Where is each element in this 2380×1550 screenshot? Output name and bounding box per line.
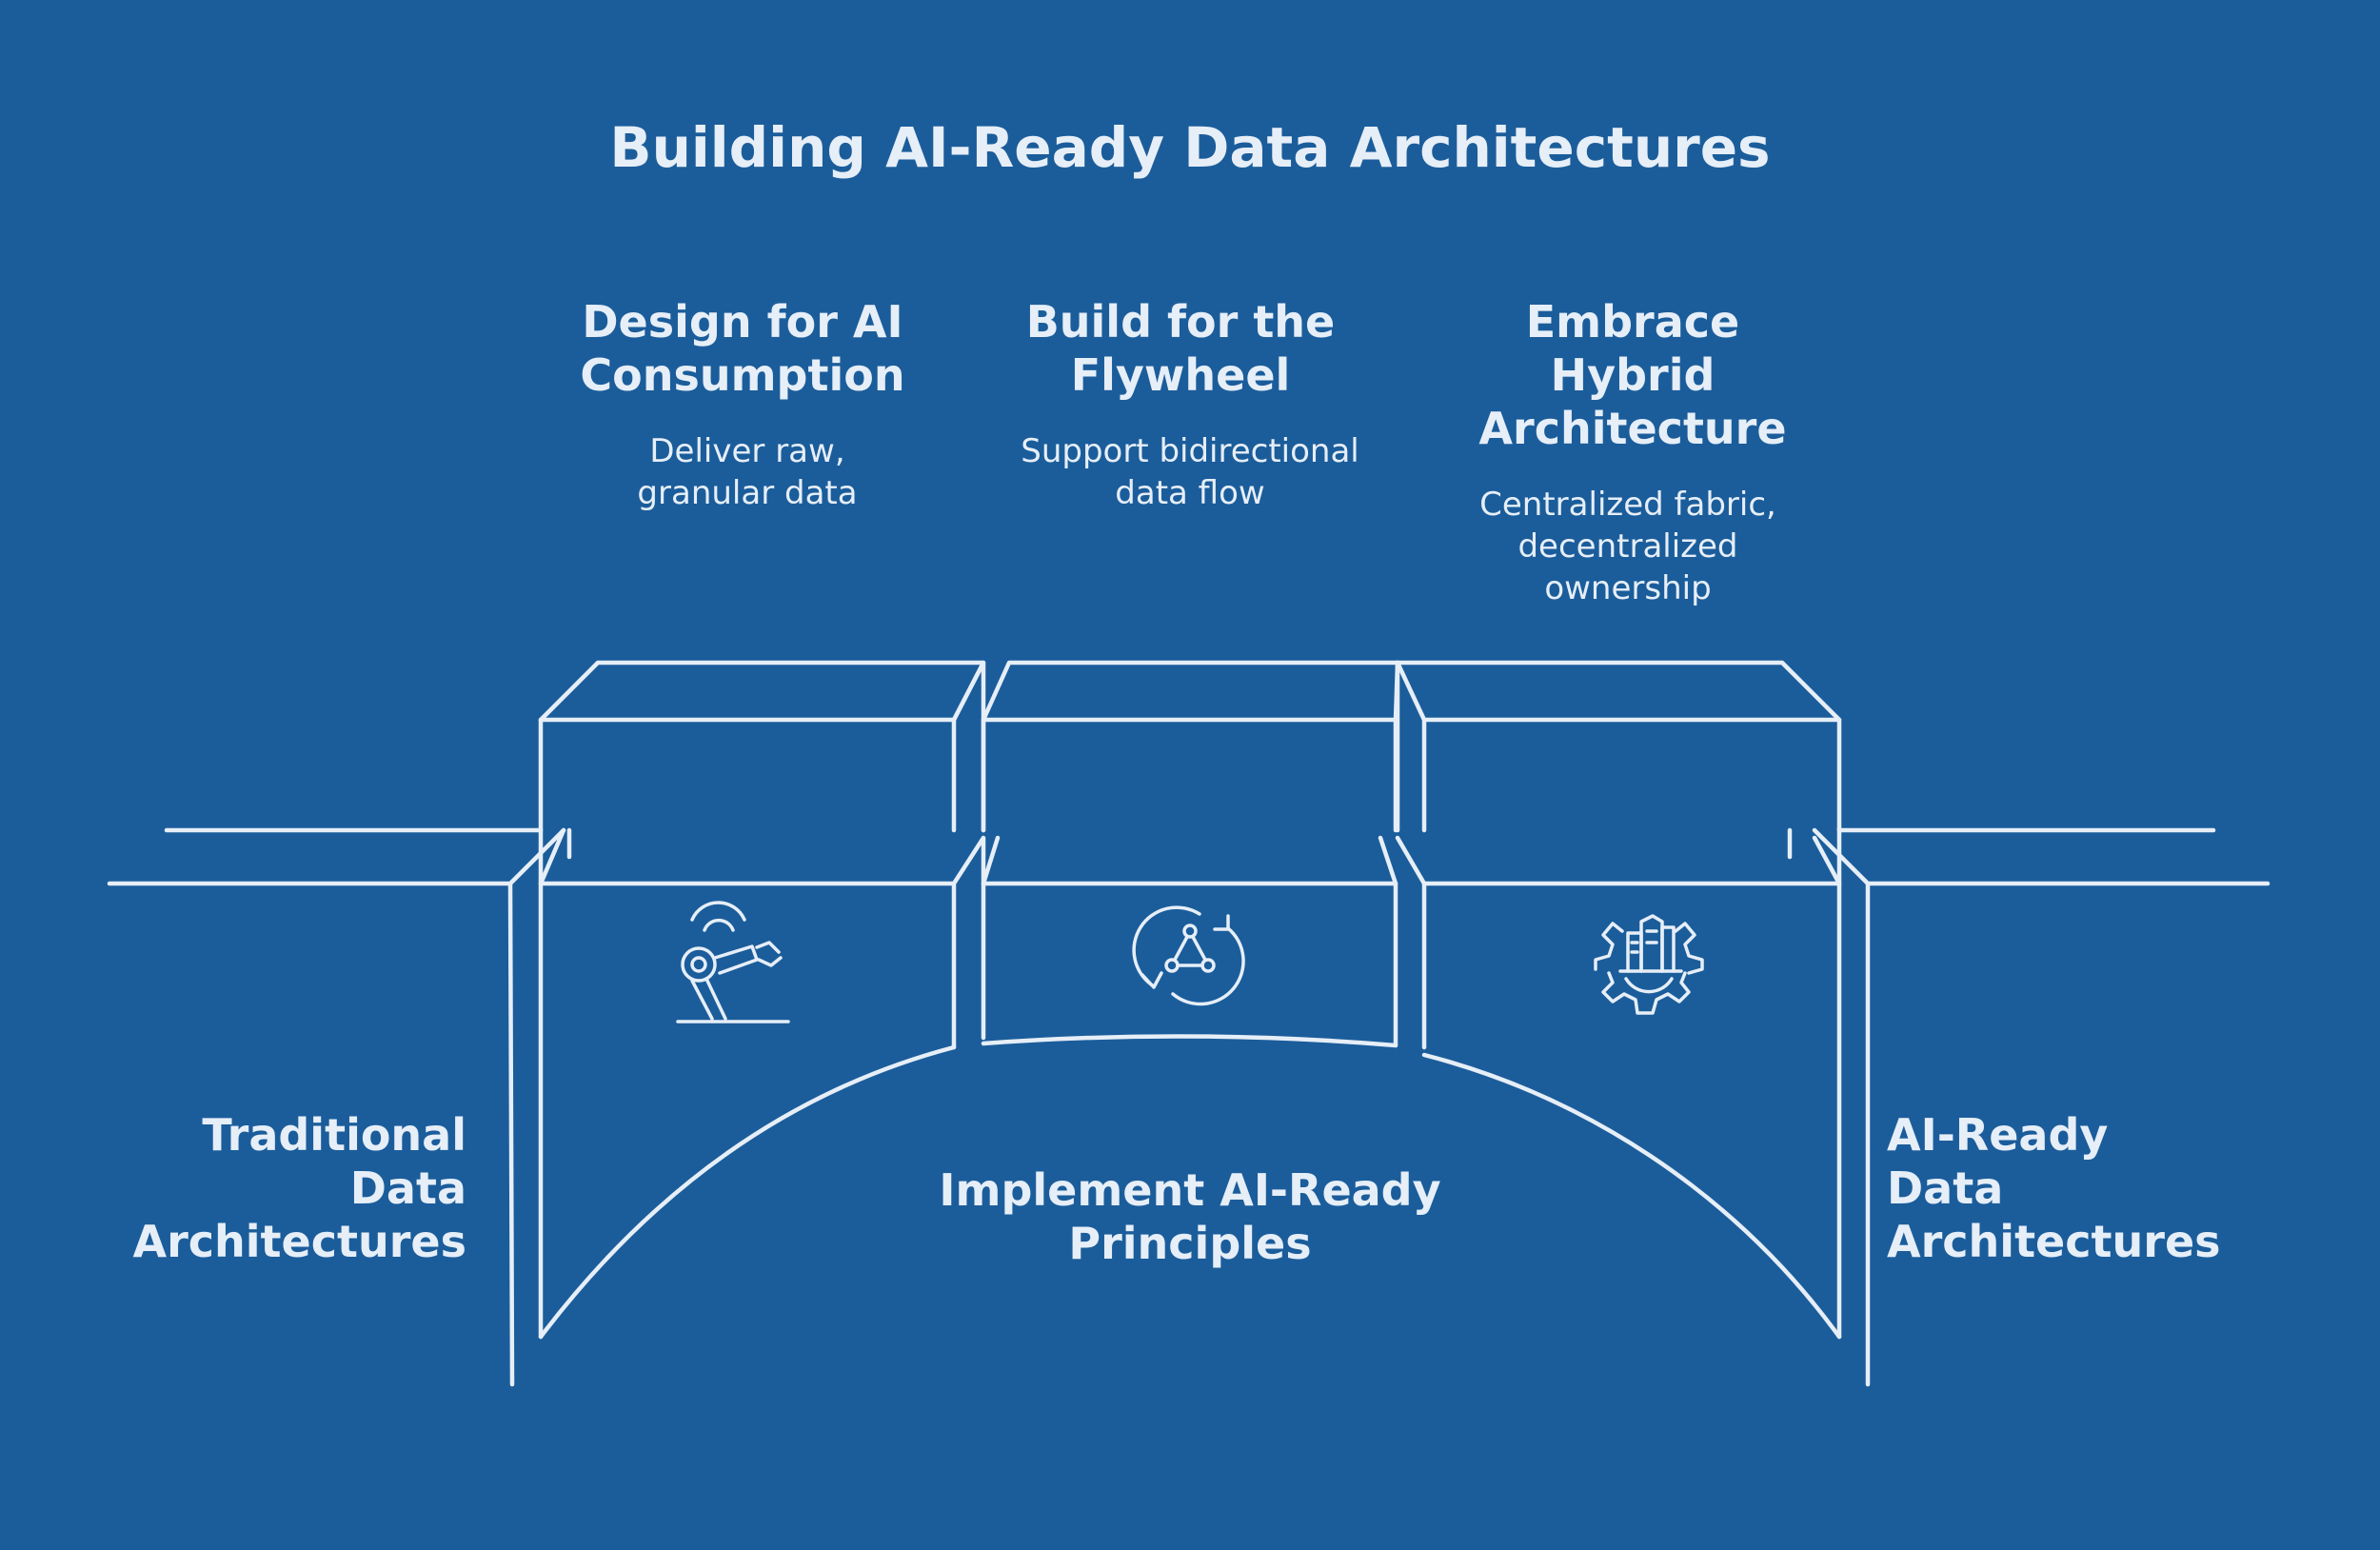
arch-curve	[538, 1044, 1842, 1340]
pillar-3-title: Embrace Hybrid Architecture	[1478, 296, 1787, 455]
building-gear-icon	[1594, 914, 1704, 1015]
lower-block-2	[981, 835, 1398, 1048]
top-block-1	[538, 660, 986, 833]
diagram-title: Building AI-Ready Data Architectures	[609, 115, 1771, 180]
center-label-implement: Implement AI-Ready Principles	[939, 1164, 1441, 1270]
pillar-1-title: Design for AI Consumption	[580, 296, 905, 402]
top-block-3	[1395, 660, 1842, 833]
right-pit-wall	[1812, 825, 1871, 1387]
lower-block-3	[1395, 827, 1842, 1050]
left-label-traditional: Traditional Data Architectures	[132, 1109, 466, 1268]
top-block-2	[981, 660, 1400, 833]
robotic-arm-icon	[676, 901, 790, 1023]
pillar-2-title: Build for the Flywheel	[1025, 296, 1336, 402]
pillar-1-description: Deliver raw, granular data	[637, 432, 858, 513]
cycle-network-icon	[1132, 905, 1245, 1006]
pillar-3-description: Centralized fabric, decentralized owners…	[1479, 486, 1776, 608]
pillar-2-description: Support bidirectional data flow	[1021, 432, 1359, 513]
right-label-ai-ready: AI-Ready Data Architectures	[1887, 1109, 2221, 1268]
lower-block-1	[538, 827, 986, 1050]
left-pit-wall	[507, 827, 566, 1387]
